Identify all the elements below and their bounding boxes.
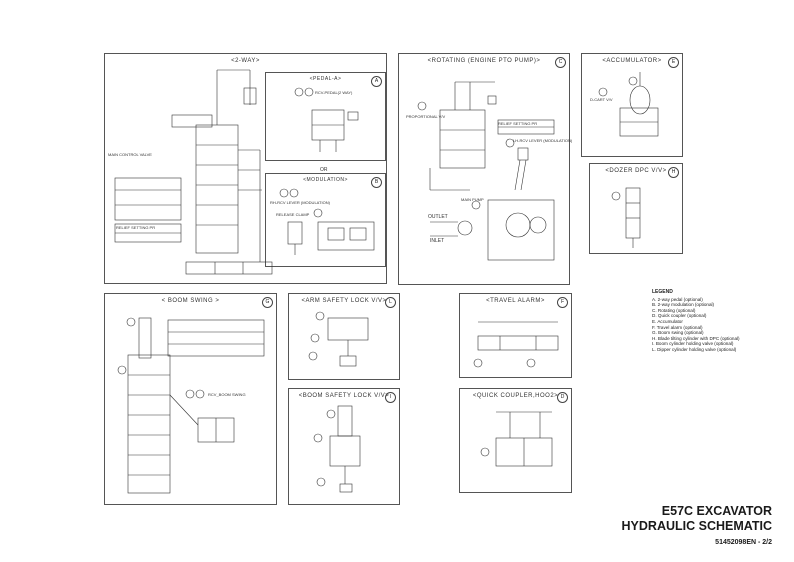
panel-two-way: <2-WAY>	[104, 53, 387, 284]
panel-title: <QUICK COUPLER,HOO2>	[472, 393, 559, 399]
title-line-2: HYDRAULIC SCHEMATIC	[621, 519, 772, 533]
legend: LEGEND A. 2-way pedal (optional) B. 2-wa…	[652, 289, 740, 353]
panel-boom-safety: <BOOM SAFETY LOCK V/V> I	[288, 388, 400, 505]
panel-title: < BOOM SWING >	[161, 298, 220, 304]
panel-letter: G	[262, 297, 273, 308]
rcv-pedal-label: RCV-PEDAL(2 WAY)	[315, 90, 353, 95]
main-control-valve-stack	[114, 69, 273, 275]
lh-rcv-lever-label: LH-RCV LEVER (MODULATION)	[513, 138, 573, 143]
proportional-vv-label: PROPORTIONAL V/V	[406, 114, 446, 119]
panel-letter: B	[371, 177, 382, 188]
panel-travel-alarm: <TRAVEL ALARM> F	[459, 293, 572, 378]
legend-item: I. Boom cylinder holding valve (optional…	[652, 341, 734, 347]
panel-pedal: <PEDAL-A> A	[265, 72, 386, 161]
or-label: OR	[320, 167, 328, 173]
panel-arm-safety: <ARM SAFETY LOCK V/V> L	[288, 293, 400, 380]
legend-item: C. Rotating (optional)	[652, 307, 696, 313]
modulation-valve	[279, 188, 375, 255]
legend-heading: LEGEND	[652, 289, 673, 295]
relief-setting-label: RELIEF SETTING PR	[116, 225, 156, 230]
panel-quick-coupler: <QUICK COUPLER,HOO2> D	[459, 388, 572, 493]
panel-title: <ACCUMULATOR>	[602, 58, 662, 64]
d-cart-label: D-CART V/V	[590, 97, 613, 102]
panel-title: <MODULATION>	[303, 177, 348, 183]
panel-accumulator: <ACCUMULATOR> E	[581, 53, 683, 157]
inlet-label: INLET	[430, 238, 445, 244]
quick-coupler-valve	[480, 411, 553, 467]
panel-modulation: <MODULATION> B	[265, 173, 386, 267]
outlet-label: OUTLET	[428, 214, 448, 220]
release-clamp-label: RELEASE CLAMP	[276, 212, 310, 217]
accumulator-circuit	[598, 72, 659, 137]
relief-setting-pr-label: RELIEF SETTING PR	[498, 121, 538, 126]
pedal-valve	[294, 87, 359, 152]
panel-title: <BOOM SAFETY LOCK V/V>	[298, 393, 390, 399]
legend-item: L. Dipper cylinder holding valve (option…	[652, 346, 737, 352]
rh-rcv-lever-label: RH-RCV LEVER (MODULATION)	[270, 200, 330, 205]
rotating-circuit	[417, 81, 555, 261]
panel-letter: E	[668, 57, 679, 68]
panel-title: <DOZER DPC V/V>	[605, 168, 667, 174]
panel-boom-swing: < BOOM SWING > G	[104, 293, 277, 505]
document-number: 51452098EN - 2/2	[715, 539, 772, 546]
panel-letter: C	[555, 57, 566, 68]
panel-letter: A	[371, 76, 382, 87]
legend-item: G. Boom swing (optional)	[652, 330, 704, 336]
main-control-valve-label: MAIN CONTROL VALVE	[108, 152, 152, 157]
panel-letter: F	[557, 297, 568, 308]
title-line-1: E57C EXCAVATOR	[661, 504, 772, 518]
legend-item: D. Quick coupler (optional)	[652, 313, 707, 319]
legend-item: E. Accumulator	[652, 318, 683, 324]
panel-title: <2-WAY>	[231, 58, 260, 64]
panel-letter: H	[668, 167, 679, 178]
panel-letter: D	[557, 392, 568, 403]
panel-rotating: <ROTATING (ENGINE PTO PUMP)> C	[398, 53, 570, 285]
panel-dozer-dpc: <DOZER DPC V/V> H	[589, 163, 683, 254]
rcv-boom-swing-label: RCV_BOOM SWING	[208, 392, 246, 397]
legend-item: B. 2-way modulation (optional)	[652, 302, 715, 308]
dozer-dpc-valve	[611, 187, 641, 248]
legend-item: H. Blade tilting cylinder with DPC (opti…	[652, 335, 740, 341]
panel-title: <TRAVEL ALARM>	[486, 298, 545, 304]
panel-letter: L	[385, 297, 396, 308]
panel-title: <ROTATING (ENGINE PTO PUMP)>	[427, 58, 541, 64]
panel-letter: I	[385, 392, 396, 403]
boom-safety-valve	[313, 405, 361, 493]
main-pump-label: MAIN PUMP	[461, 197, 484, 202]
legend-item: A. 2-way pedal (optional)	[652, 296, 703, 302]
panel-title: <ARM SAFETY LOCK V/V>	[301, 298, 387, 304]
travel-alarm-circuit	[473, 321, 559, 368]
boom-swing-circuit	[117, 317, 265, 494]
arm-safety-valve	[308, 311, 369, 367]
panel-title: <PEDAL-A>	[309, 76, 342, 82]
legend-item: F. Travel alarm (optional)	[652, 324, 703, 330]
